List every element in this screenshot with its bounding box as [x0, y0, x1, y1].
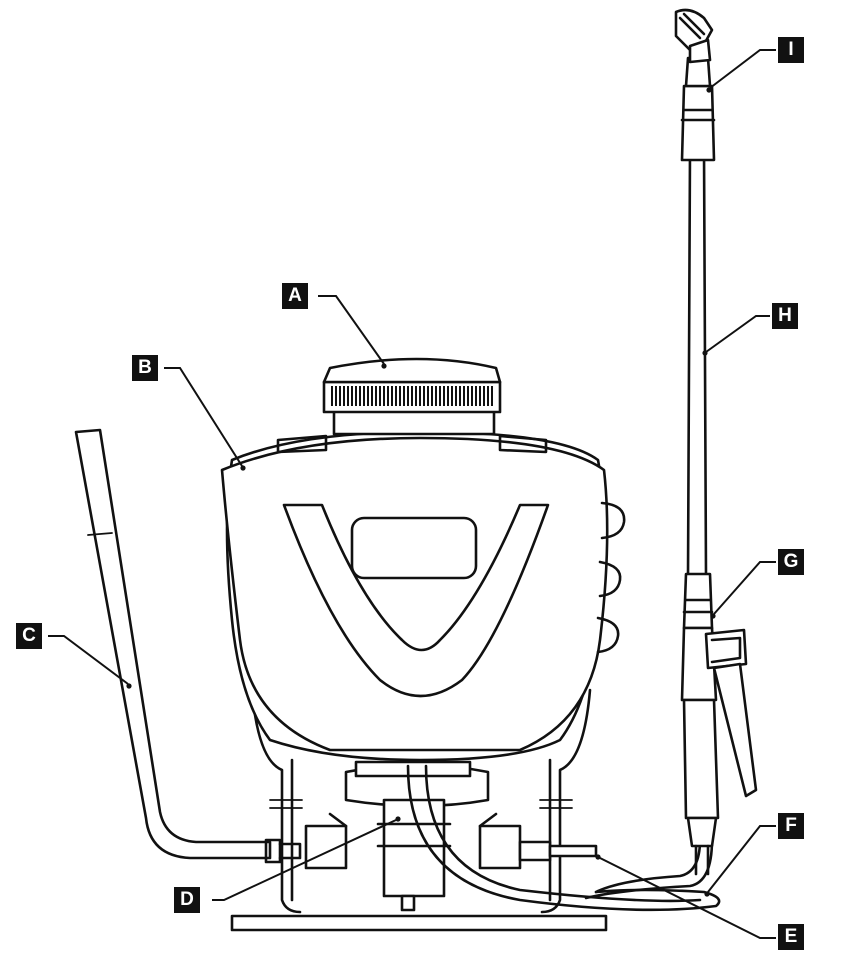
label-b: B — [132, 355, 158, 381]
leader-c — [48, 635, 129, 685]
label-e: E — [778, 924, 804, 950]
leader-a — [318, 295, 385, 365]
label-f: F — [778, 813, 804, 839]
label-d: D — [174, 887, 200, 913]
label-c: C — [16, 623, 42, 649]
label-a: A — [282, 283, 308, 309]
label-h: H — [772, 303, 798, 329]
pump-chamber — [304, 760, 522, 912]
leader-b — [164, 367, 243, 467]
lid — [322, 357, 502, 414]
leader-i — [709, 49, 776, 89]
label-i: I — [778, 37, 804, 63]
label-g: G — [778, 549, 804, 575]
leader-g — [713, 561, 776, 615]
shutoff-valve — [680, 572, 758, 876]
leader-f — [707, 825, 776, 893]
nozzle — [674, 8, 714, 64]
leader-lines — [48, 49, 776, 939]
frame — [230, 688, 608, 932]
leader-d — [212, 819, 397, 901]
leader-e — [599, 857, 776, 939]
pump-handle — [74, 428, 302, 864]
leader-h — [705, 315, 770, 353]
spray-wand — [680, 56, 716, 578]
tank — [220, 404, 626, 762]
